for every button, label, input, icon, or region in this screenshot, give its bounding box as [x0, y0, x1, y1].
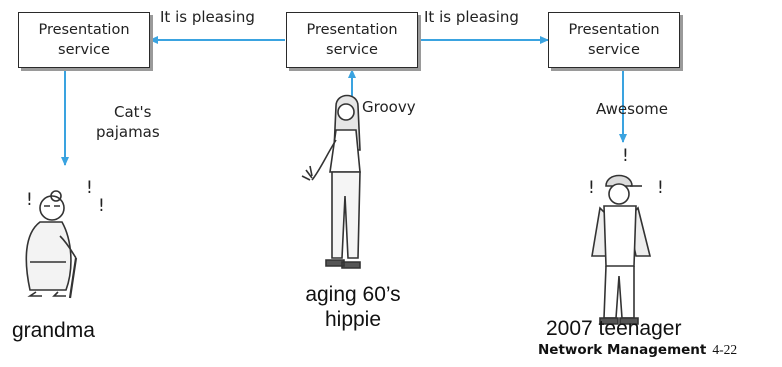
caption-hippie-line1: aging 60’s [305, 283, 401, 306]
caption-grandma: grandma [12, 319, 95, 342]
label-center-to-right: It is pleasing [424, 8, 519, 26]
label-to-grandma-line2: pajamas [96, 123, 160, 141]
label-center-to-left: It is pleasing [160, 8, 255, 26]
footer-page-number: 4-22 [712, 342, 738, 357]
exclamation-teenager-2: ! [588, 178, 595, 198]
exclamation-teenager-1: ! [622, 146, 629, 166]
box-right-line2: service [588, 42, 640, 58]
caption-hippie: aging 60’s hippie [278, 282, 428, 332]
box-left-line2: service [58, 42, 110, 58]
box-center-line1: Presentation [306, 22, 398, 38]
footer-title: Network Management [538, 342, 707, 358]
presentation-service-box-right: Presentation service [548, 12, 680, 68]
box-center-line2: service [326, 42, 378, 58]
caption-hippie-line2: hippie [324, 308, 382, 331]
box-right-line1: Presentation [568, 22, 660, 38]
label-hippie-up: Groovy [362, 98, 416, 116]
hippie-figure [301, 94, 361, 269]
caption-teenager: 2007 teenager [546, 317, 682, 340]
grandma-figure [25, 190, 78, 299]
exclamation-grandma-3: ! [98, 196, 105, 216]
presentation-service-box-left: Presentation service [18, 12, 150, 68]
teenager-figure [591, 174, 652, 325]
slide-footer: Network Management 4-22 [538, 342, 737, 358]
exclamation-teenager-3: ! [657, 178, 664, 198]
label-to-teenager: Awesome [596, 100, 668, 118]
exclamation-grandma-2: ! [86, 178, 93, 198]
presentation-service-box-center: Presentation service [286, 12, 418, 68]
exclamation-grandma-1: ! [26, 190, 33, 210]
label-to-grandma-line1: Cat's [114, 103, 152, 121]
box-left-line1: Presentation [38, 22, 130, 38]
